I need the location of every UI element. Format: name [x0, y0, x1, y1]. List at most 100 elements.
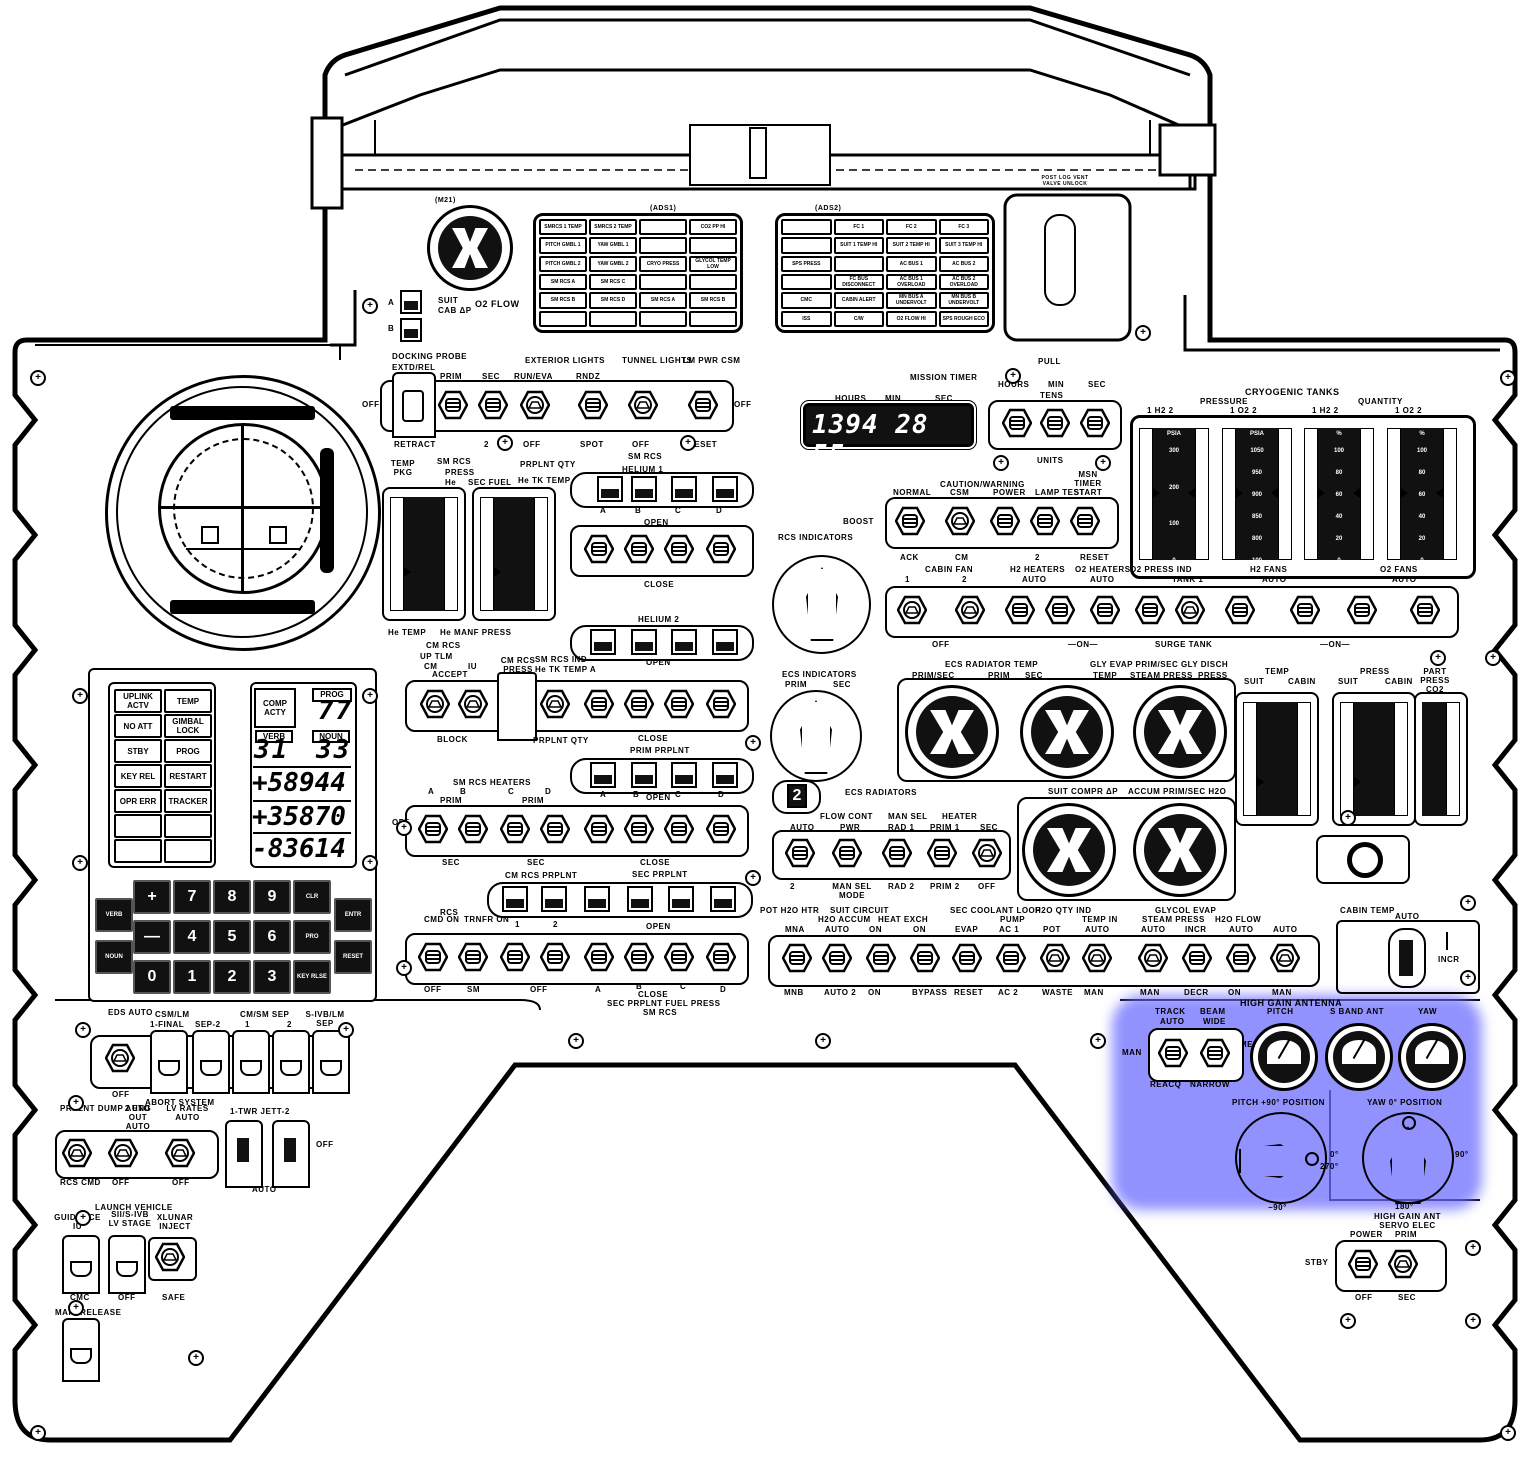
xlunar-inject-switch[interactable]: [154, 1242, 186, 1272]
heater-switch-4[interactable]: [539, 814, 571, 844]
eds-auto-switch[interactable]: [104, 1043, 136, 1073]
twr-jett-1-guard[interactable]: [225, 1120, 263, 1188]
heater-switch-6[interactable]: [623, 814, 655, 844]
dsky-key[interactable]: 5: [213, 920, 251, 954]
docking-extd-switch[interactable]: [402, 390, 424, 422]
radiator-switch-3[interactable]: [881, 838, 913, 868]
hga-beam-switch[interactable]: [1199, 1038, 1231, 1068]
rcs-switch-8[interactable]: [705, 942, 737, 972]
abort-guarded-switch-3[interactable]: [232, 1030, 270, 1094]
dsky-key[interactable]: 1: [173, 960, 211, 994]
dsky-key[interactable]: 2: [213, 960, 251, 994]
heater-switch-2[interactable]: [457, 814, 489, 844]
dsky-key[interactable]: KEY RLSE: [293, 960, 331, 994]
verb-key[interactable]: VERB: [95, 898, 133, 932]
suit-circuit-switch-2[interactable]: [821, 943, 853, 973]
noun-key[interactable]: NOUN: [95, 940, 133, 974]
suit-circuit-switch-5[interactable]: [951, 943, 983, 973]
suit-circuit-switch-12[interactable]: [1269, 943, 1301, 973]
fan-heater-switch-11[interactable]: [1409, 595, 1441, 625]
abort-system-switch-3[interactable]: [164, 1138, 196, 1168]
suit-circuit-switch-8[interactable]: [1081, 943, 1113, 973]
cm-rcs-press-guard[interactable]: [497, 672, 537, 741]
rcs-switch-4[interactable]: [539, 942, 571, 972]
dsky-key[interactable]: 7: [173, 880, 211, 914]
fan-heater-switch-2[interactable]: [954, 595, 986, 625]
suit-circuit-switch-1[interactable]: [781, 943, 813, 973]
helium1-switch-c[interactable]: [663, 534, 695, 564]
helium1-switch-a[interactable]: [583, 534, 615, 564]
cm-rcs-switch-5[interactable]: [623, 689, 655, 719]
dsky-key[interactable]: 8: [213, 880, 251, 914]
helium1-switch-d[interactable]: [705, 534, 737, 564]
heater-switch-7[interactable]: [663, 814, 695, 844]
rcs-indicators-rotary[interactable]: [772, 555, 871, 654]
pitch-position-dial[interactable]: [1235, 1112, 1327, 1204]
abort-guarded-switch-4[interactable]: [272, 1030, 310, 1094]
cm-rcs-switch-2[interactable]: [457, 689, 489, 719]
abort-guarded-switch-2[interactable]: [192, 1030, 230, 1094]
fan-heater-switch-8[interactable]: [1224, 595, 1256, 625]
helium1-switch-b[interactable]: [623, 534, 655, 564]
abort-system-switch-1[interactable]: [61, 1138, 93, 1168]
abort-system-switch-2[interactable]: [107, 1138, 139, 1168]
lm-power-switch[interactable]: [687, 390, 719, 420]
tunnel-lights-switch[interactable]: [627, 390, 659, 420]
timer-set-switch-hours[interactable]: [1001, 408, 1033, 438]
rcs-switch-6[interactable]: [623, 942, 655, 972]
ecs-indicators-rotary[interactable]: [770, 690, 862, 782]
abort-guarded-switch-1[interactable]: [150, 1030, 188, 1094]
radiator-switch-5[interactable]: [971, 838, 1003, 868]
timer-set-switch-sec[interactable]: [1079, 408, 1111, 438]
fan-heater-switch-6[interactable]: [1134, 595, 1166, 625]
dsky-key[interactable]: 0: [133, 960, 171, 994]
suit-circuit-switch-3[interactable]: [865, 943, 897, 973]
rcs-switch-1[interactable]: [417, 942, 449, 972]
fan-heater-switch-10[interactable]: [1346, 595, 1378, 625]
run-eva-light-switch[interactable]: [519, 390, 551, 420]
heater-switch-3[interactable]: [499, 814, 531, 844]
dsky-key[interactable]: 4: [173, 920, 211, 954]
docking-prim-switch[interactable]: [437, 390, 469, 420]
suit-circuit-switch-11[interactable]: [1225, 943, 1257, 973]
rcs-switch-3[interactable]: [499, 942, 531, 972]
fan-heater-switch-9[interactable]: [1289, 595, 1321, 625]
hga-track-switch[interactable]: [1157, 1038, 1189, 1068]
rndz-light-switch[interactable]: [577, 390, 609, 420]
dsky-key[interactable]: 6: [253, 920, 291, 954]
radiator-switch-1[interactable]: [784, 838, 816, 868]
fan-heater-switch-1[interactable]: [896, 595, 928, 625]
dsky-key[interactable]: —: [133, 920, 171, 954]
reset-key[interactable]: RESET: [334, 940, 372, 974]
docking-sec-switch[interactable]: [477, 390, 509, 420]
fan-heater-switch-3[interactable]: [1004, 595, 1036, 625]
hga-servo-elec-switch[interactable]: [1387, 1249, 1419, 1279]
suit-circuit-switch-4[interactable]: [909, 943, 941, 973]
hga-servo-power-switch[interactable]: [1347, 1249, 1379, 1279]
abort-guarded-switch-5[interactable]: [312, 1030, 350, 1094]
dsky-key[interactable]: 3: [253, 960, 291, 994]
msn-timer-start-switch[interactable]: [1069, 506, 1101, 536]
cw-normal-switch[interactable]: [894, 506, 926, 536]
suit-circuit-switch-7[interactable]: [1039, 943, 1071, 973]
cw-csm-switch[interactable]: [944, 506, 976, 536]
twr-jett-2-guard[interactable]: [272, 1120, 310, 1188]
fan-heater-switch-7[interactable]: [1174, 595, 1206, 625]
heater-switch-5[interactable]: [583, 814, 615, 844]
guidance-switch[interactable]: [62, 1235, 100, 1294]
cm-rcs-switch-1[interactable]: [419, 689, 451, 719]
suit-circuit-switch-9[interactable]: [1137, 943, 1169, 973]
lamp-test-switch[interactable]: [1029, 506, 1061, 536]
cm-rcs-switch-4[interactable]: [583, 689, 615, 719]
cabin-temp-thumbwheel[interactable]: [1388, 928, 1426, 988]
rcs-switch-7[interactable]: [663, 942, 695, 972]
heater-switch-1[interactable]: [417, 814, 449, 844]
fan-heater-switch-4[interactable]: [1044, 595, 1076, 625]
suit-circuit-switch-6[interactable]: [995, 943, 1027, 973]
yaw-position-dial[interactable]: [1362, 1112, 1454, 1204]
radiator-switch-2[interactable]: [831, 838, 863, 868]
radiator-switch-4[interactable]: [926, 838, 958, 868]
dsky-key[interactable]: +: [133, 880, 171, 914]
cm-rcs-switch-7[interactable]: [705, 689, 737, 719]
fan-heater-switch-5[interactable]: [1089, 595, 1121, 625]
